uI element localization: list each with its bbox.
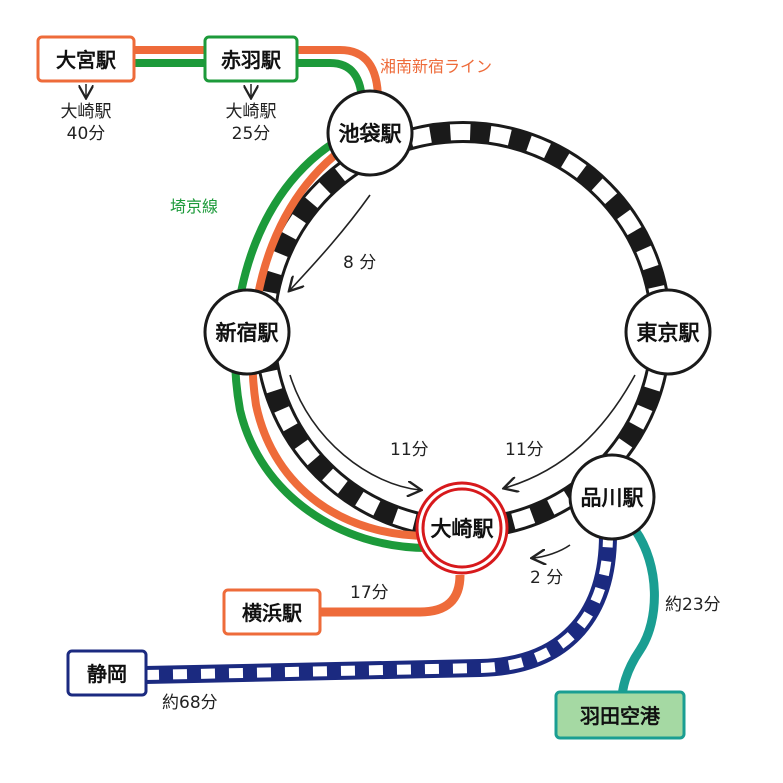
shinjuku-station[interactable]: 新宿駅 (203, 288, 291, 376)
saikyo-label: 埼京線 (170, 197, 218, 216)
shinagawa-station[interactable]: 品川駅 (568, 453, 656, 541)
haneda-time: 約23分 (665, 595, 721, 615)
yokohama-label: 横浜駅 (242, 601, 302, 625)
shinjuku-osaki-arrow (289, 374, 420, 490)
ikebukuro-shinjuku-arrow (290, 194, 371, 290)
shinagawa-osaki-arrow (533, 544, 571, 558)
shizuoka-label: 静岡 (87, 662, 127, 686)
shinagawa-osaki-time: 2 分 (530, 568, 563, 588)
shonan-shinjuku-line (60, 46, 429, 540)
akabane-time: 25分 (232, 124, 271, 144)
shinjuku-label: 新宿駅 (216, 321, 280, 345)
osaki-station[interactable]: 大崎駅 (415, 481, 509, 575)
haneda-box[interactable]: 羽田空港 (554, 690, 686, 740)
omiya-label: 大宮駅 (56, 48, 116, 72)
ikebukuro-station[interactable]: 池袋駅 (326, 89, 414, 177)
ikebukuro-label: 池袋駅 (339, 122, 403, 146)
akabane-label: 赤羽駅 (221, 48, 281, 72)
yokohama-time: 17分 (350, 583, 389, 603)
ikebukuro-shinjuku-time: 8 分 (343, 253, 376, 273)
tokaido-line (144, 534, 617, 684)
shinjuku-osaki-time: 11分 (390, 440, 429, 460)
akabane-dest: 大崎駅 (226, 102, 277, 122)
tokyo-station[interactable]: 東京駅 (624, 288, 712, 376)
yokohama-box[interactable]: 横浜駅 (222, 588, 322, 636)
shizuoka-time: 約68分 (162, 693, 218, 713)
shinagawa-label: 品川駅 (581, 486, 645, 510)
tokyo-label: 東京駅 (637, 321, 701, 345)
shizuoka-box[interactable]: 静岡 (66, 649, 148, 697)
omiya-box[interactable]: 大宮駅 (36, 35, 136, 83)
omiya-dest: 大崎駅 (61, 102, 112, 122)
osaki-label: 大崎駅 (431, 517, 495, 541)
akabane-box[interactable]: 赤羽駅 (203, 35, 299, 83)
shonan-shinjuku-label: 湘南新宿ライン (380, 57, 492, 76)
keikyu-line (617, 527, 659, 701)
tokyo-osaki-time: 11分 (505, 440, 544, 460)
yokohama-branch (320, 574, 465, 617)
haneda-label: 羽田空港 (580, 704, 661, 728)
omiya-time: 40分 (67, 124, 106, 144)
tokyo-osaki-arrow (505, 374, 636, 488)
